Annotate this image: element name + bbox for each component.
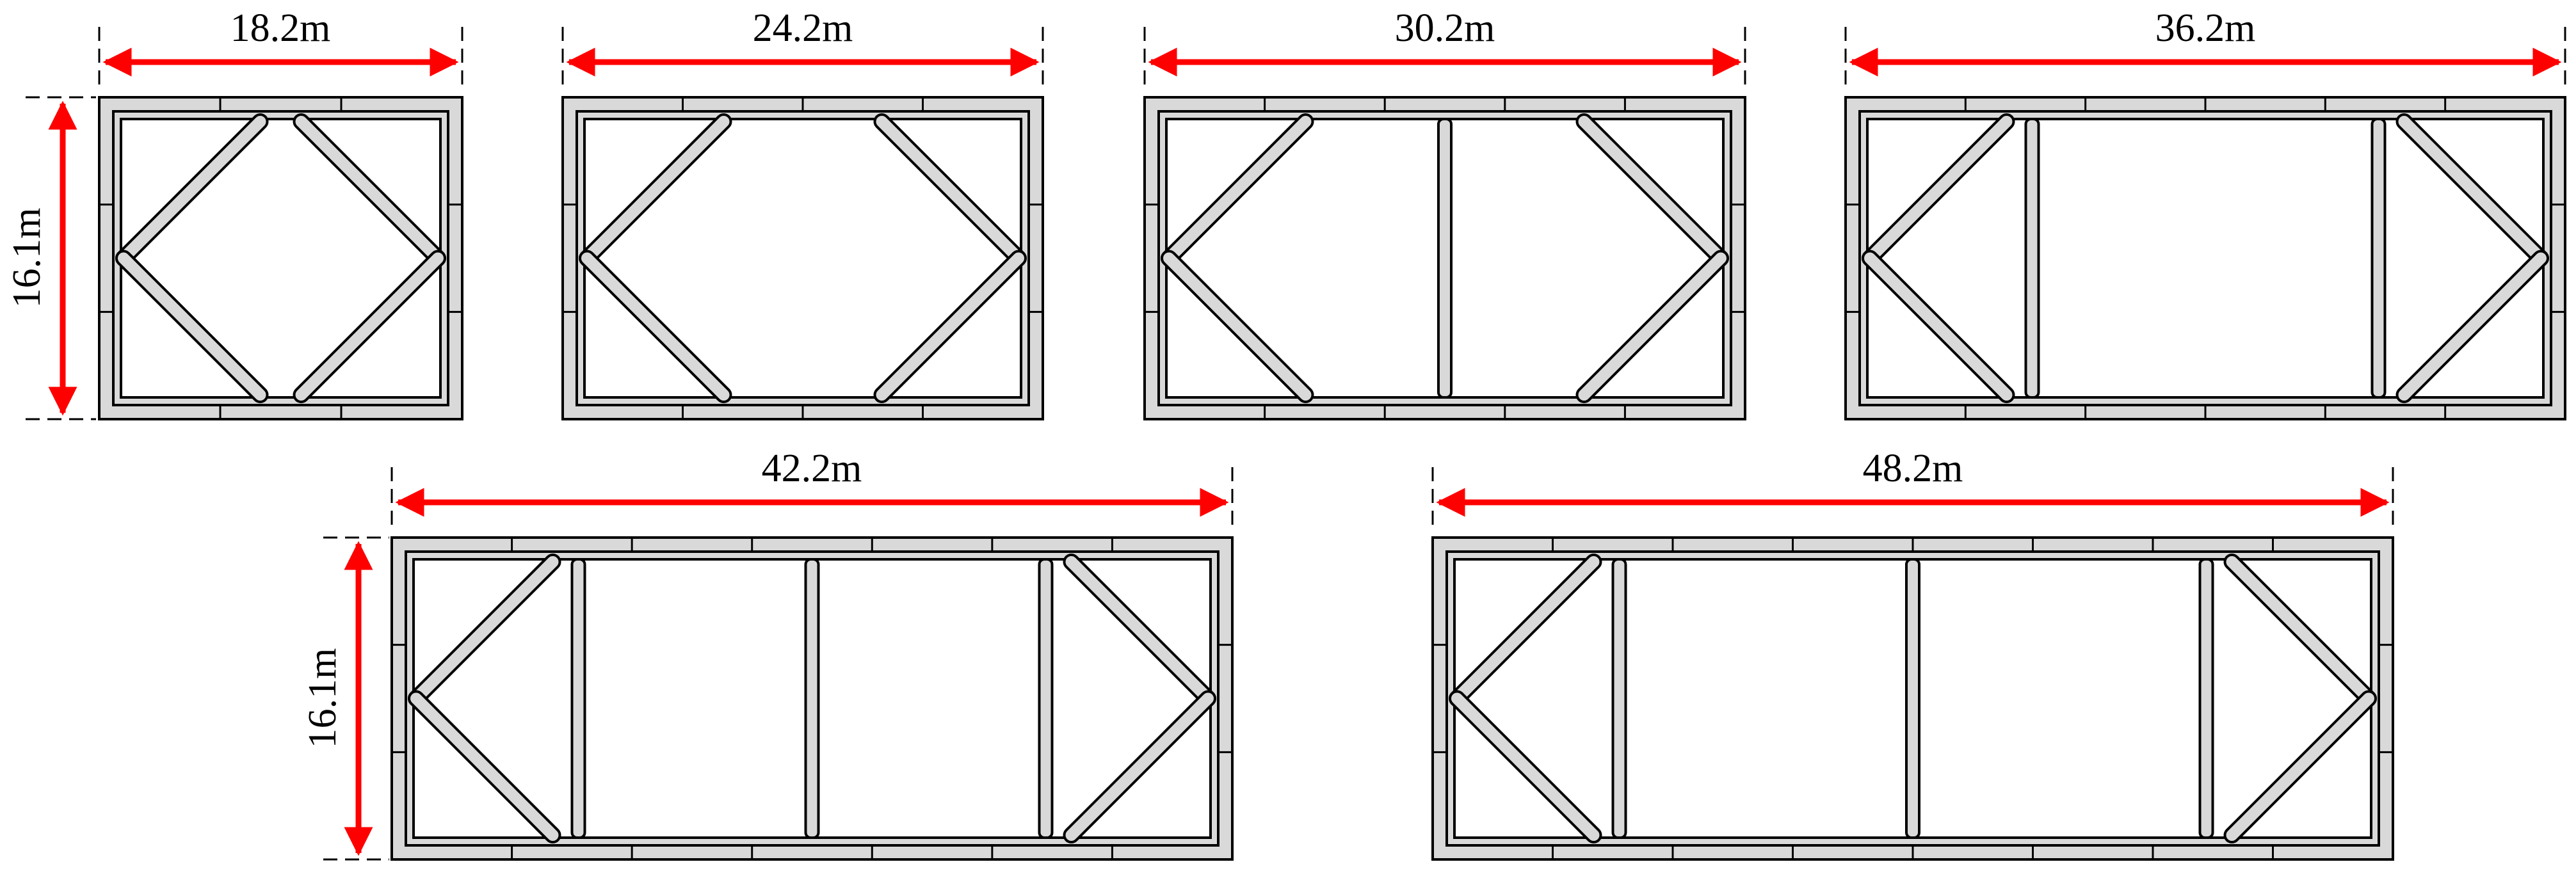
inner-column [1437, 118, 1453, 399]
inner-column [1611, 558, 1627, 839]
section-3: 30.2m [1143, 6, 1746, 420]
width-label: 36.2m [2155, 6, 2256, 50]
section-2: 24.2m [561, 6, 1044, 420]
inner-column [804, 558, 820, 839]
section-5: 42.2m [390, 447, 1234, 861]
inner-liner [1445, 550, 2380, 847]
inner-cavity [120, 118, 442, 399]
width-label: 48.2m [1863, 447, 1963, 490]
height-label: 16.1m [301, 648, 344, 749]
inner-column [2371, 118, 2387, 399]
inner-column [1905, 558, 1920, 839]
inner-column [2024, 118, 2040, 399]
inner-liner [1157, 110, 1732, 406]
inner-liner [112, 110, 449, 406]
inner-column [2198, 558, 2214, 839]
inner-liner [576, 110, 1030, 406]
inner-column [570, 558, 586, 839]
width-label: 18.2m [230, 6, 331, 50]
width-label: 24.2m [753, 6, 853, 50]
width-label: 30.2m [1395, 6, 1495, 50]
section-4: 36.2m [1844, 6, 2566, 420]
height-dimension-1: 16.1m [5, 96, 96, 420]
inner-cavity [583, 118, 1022, 399]
inner-column [1038, 558, 1054, 839]
section-6: 48.2m [1431, 447, 2394, 861]
height-dimension-2: 16.1m [301, 536, 389, 861]
height-label: 16.1m [5, 208, 49, 308]
section-1: 18.2m [98, 6, 463, 420]
inner-cavity [1866, 118, 2545, 399]
inner-liner [1858, 110, 2552, 406]
inner-liner [405, 550, 1220, 847]
width-label: 42.2m [762, 447, 862, 490]
